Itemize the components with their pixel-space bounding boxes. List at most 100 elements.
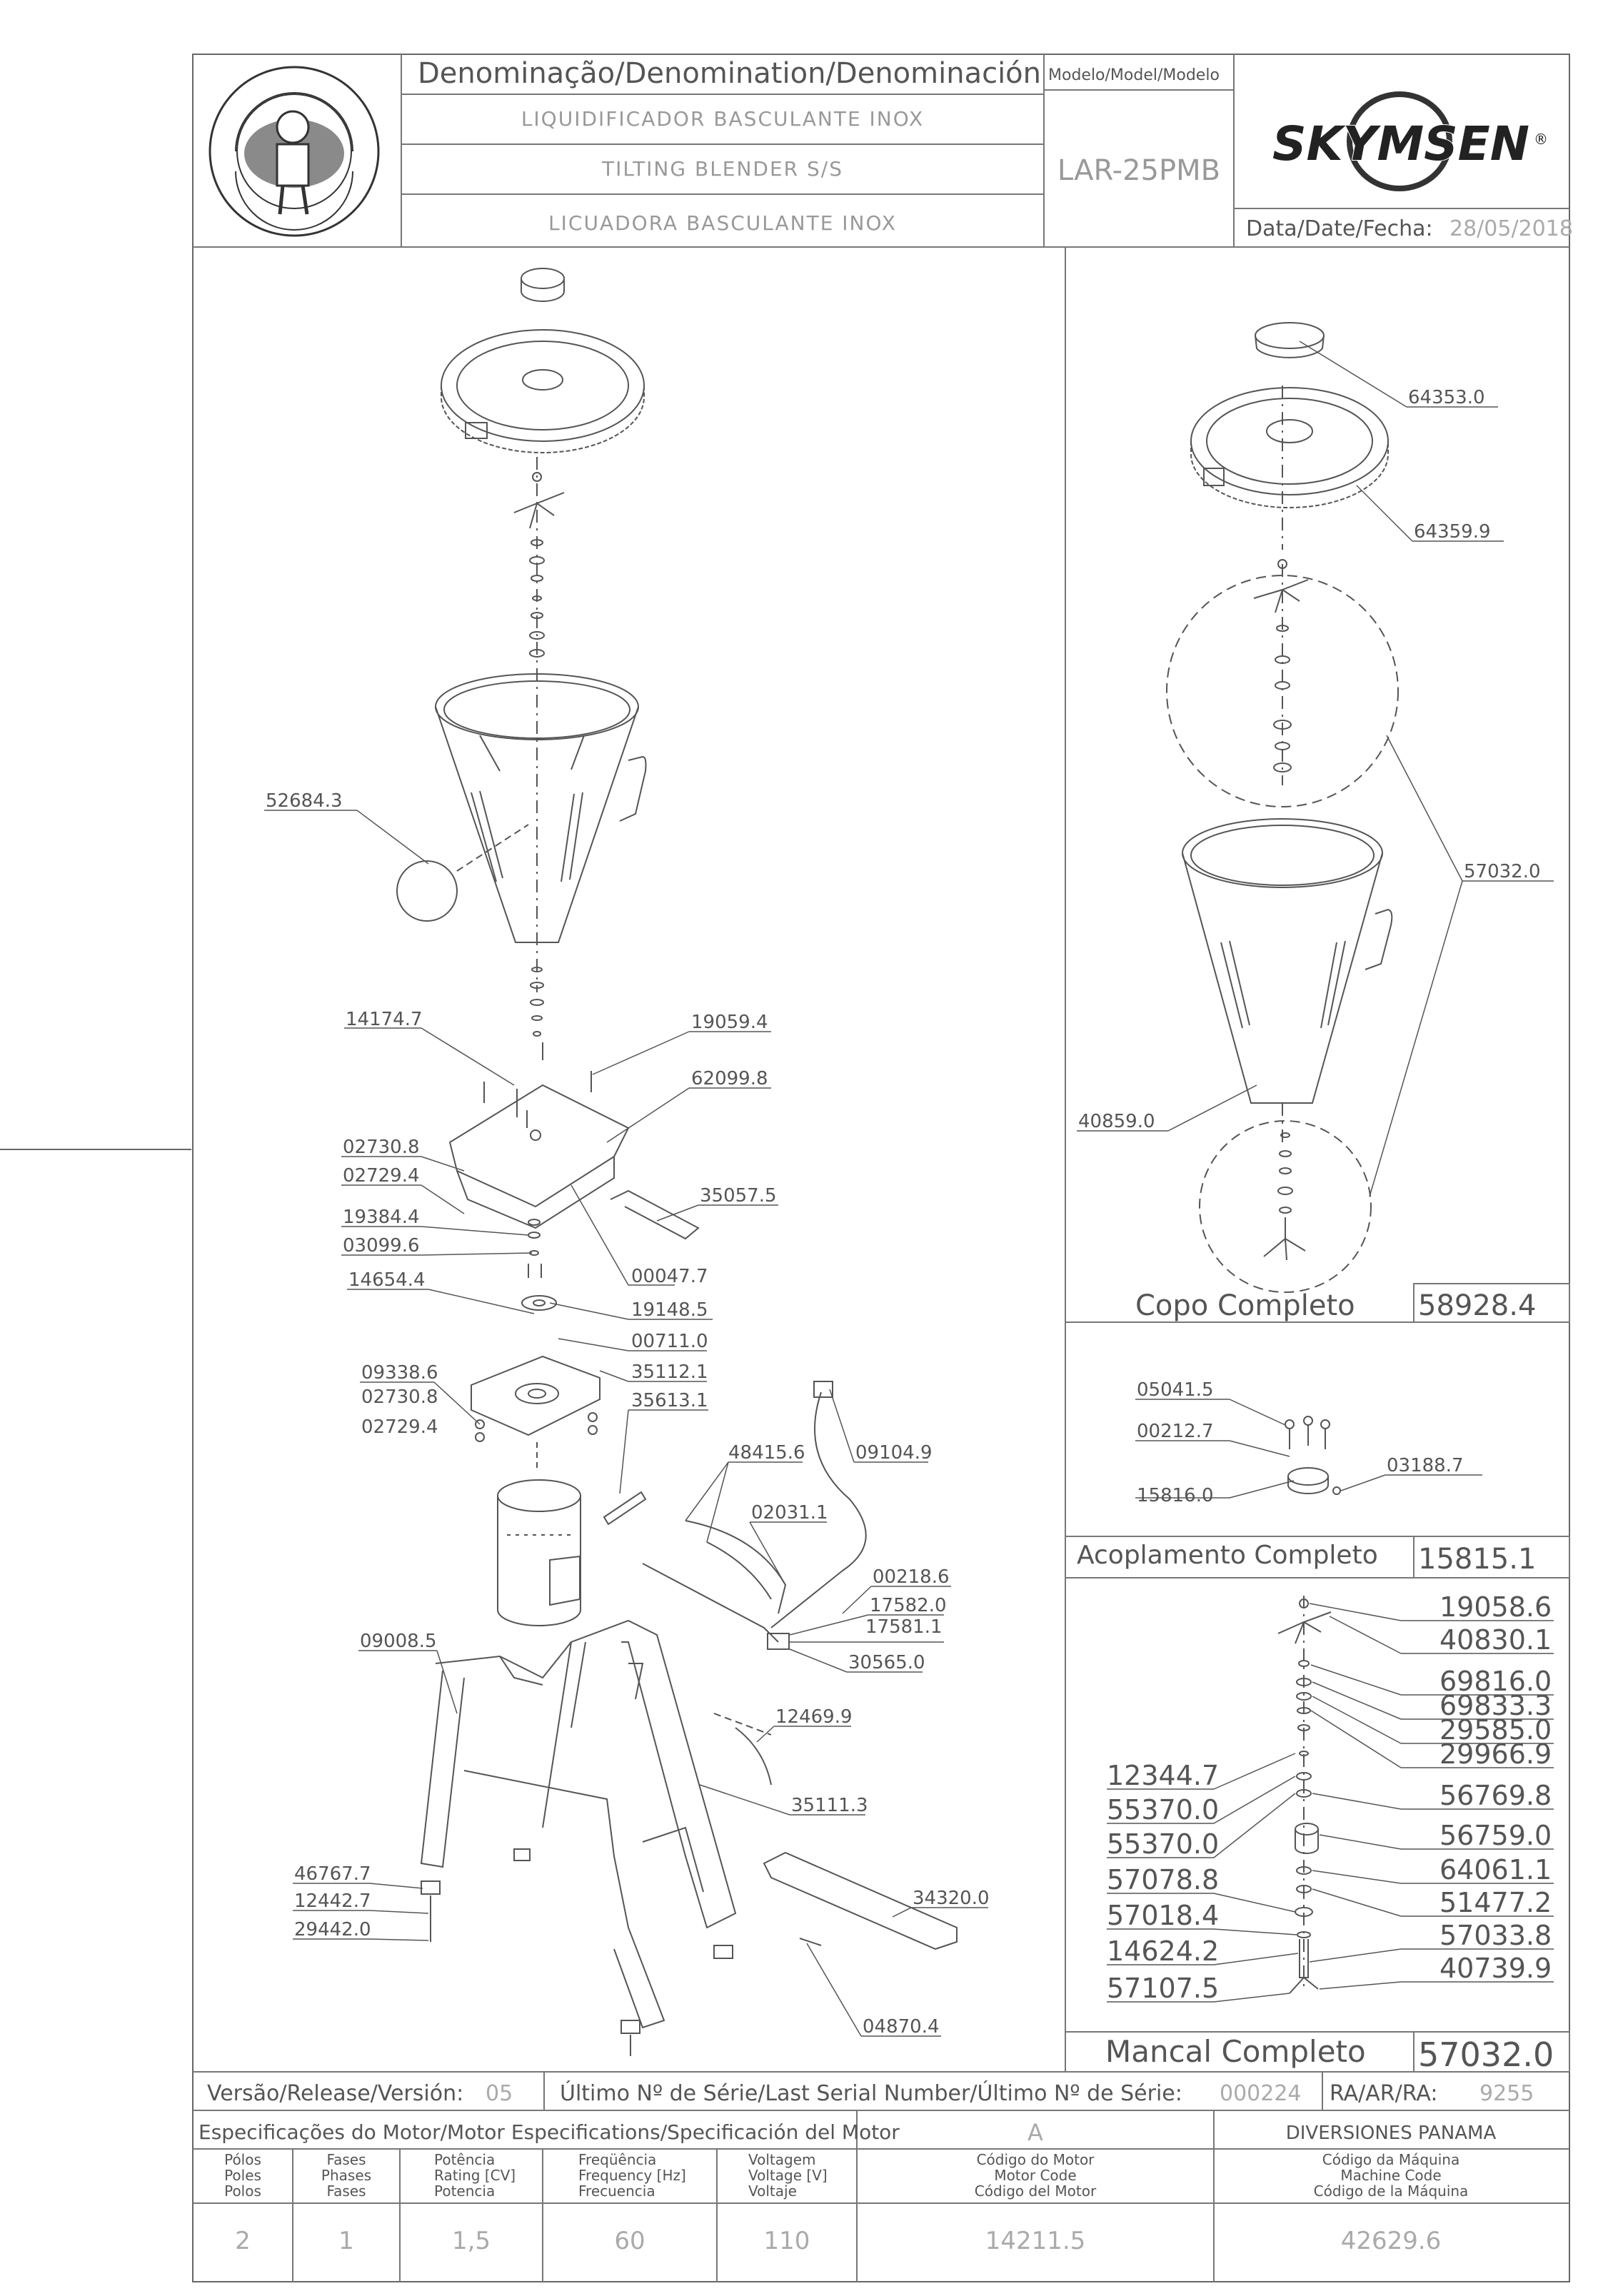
mancal-part-55370-0b: 55370.0 [1107,1828,1219,1860]
part-34320-0: 34320.0 [913,1888,990,1909]
mancal-part-29966-9: 29966.9 [1439,1738,1552,1770]
part-03099-6: 03099.6 [343,1235,420,1257]
product-name-es: LICUADORA BASCULANTE INOX [548,211,897,235]
leader-lines-acoplamento [1135,1399,1482,1499]
footer-grid [193,2072,1569,2282]
col-machine-code-1: Código da Máquina [1322,2151,1459,2168]
right-panels [193,247,1570,2073]
mancal-part-64061-1: 64061.1 [1439,1854,1552,1885]
power-value: 1,5 [452,2227,491,2255]
motor-code-value: 14211.5 [985,2227,1086,2255]
col-motor-code-1: Código do Motor [977,2151,1095,2168]
col-freq-2: Frequency [Hz] [578,2167,686,2184]
col-power-1: Potência [434,2151,495,2168]
col-phases-1: Fases [326,2151,366,2168]
part-02729-4a: 02729.4 [343,1165,420,1187]
mancal-completo-title: Mancal Completo [1105,2034,1366,2069]
acoplamento-labels: 05041.5 00212.7 03188.7 15816.0 Acoplame… [1077,1379,1536,1576]
copo-completo-title: Copo Completo [1135,1289,1355,1322]
version-value: 05 [486,2081,513,2106]
part-14654-4: 14654.4 [348,1269,426,1291]
part-03188-7: 03188.7 [1387,1455,1464,1476]
part-02730-8b: 02730.8 [361,1386,438,1408]
part-52684-3: 52684.3 [266,790,343,812]
ra-label: RA/AR/RA: [1330,2081,1437,2106]
mancal-part-19058-6: 19058.6 [1439,1591,1552,1623]
copo-drawing [1166,322,1399,1293]
part-15816-0: 15816.0 [1137,1485,1214,1506]
mancal-part-29585-0: 29585.0 [1439,1714,1552,1746]
col-machine-code-2: Machine Code [1340,2167,1441,2184]
part-62099-8: 62099.8 [691,1068,768,1089]
col-freq-3: Frecuencia [578,2182,655,2200]
mancal-drawing [1277,1596,1332,1994]
col-freq-1: Freqüência [578,2151,656,2168]
part-09104-9: 09104.9 [855,1442,933,1464]
part-64353-0: 64353.0 [1408,387,1485,408]
col-volt-2: Voltage [V] [748,2167,828,2184]
date-label: Data/Date/Fecha: [1246,216,1433,241]
part-29442-0: 29442.0 [294,1919,371,1940]
col-poles-3: Polos [224,2182,261,2200]
col-poles-1: Pólos [224,2151,261,2168]
mancal-part-69816-0: 69816.0 [1439,1666,1552,1697]
col-power-2: Rating [CV] [434,2167,516,2184]
mancal-part-12344-7: 12344.7 [1107,1760,1219,1791]
part-00047-7: 00047.7 [631,1266,708,1287]
mancal-part-14624-2: 14624.2 [1107,1935,1219,1967]
part-09338-6: 09338.6 [361,1362,438,1384]
mancal-part-40739-9: 40739.9 [1439,1953,1552,1984]
skymsen-logo: SKYMSEN ® [1272,91,1548,191]
mancal-part-57018-4: 57018.4 [1107,1900,1219,1931]
copo-completo-code: 58928.4 [1418,1289,1536,1322]
part-40859-0: 40859.0 [1078,1111,1155,1132]
part-00218-6: 00218.6 [873,1566,950,1588]
mancal-part-57033-8: 57033.8 [1439,1920,1552,1951]
ra-value: 9255 [1479,2081,1534,2106]
part-30565-0: 30565.0 [848,1652,925,1673]
volt-value: 110 [764,2227,810,2255]
leader-lines-main [264,810,988,2037]
col-phases-2: Phases [321,2167,371,2184]
product-name-pt: LIQUIDIFICADOR BASCULANTE INOX [521,107,924,131]
poles-value: 2 [235,2227,251,2255]
part-05041-5: 05041.5 [1137,1379,1214,1401]
date-value: 28/05/2018 [1449,216,1573,241]
part-14174-7: 14174.7 [346,1009,423,1030]
serial-label: Último Nº de Série/Last Serial Number/Úl… [560,2080,1182,2106]
copo-labels: 64353.0 64359.9 57032.0 40859.0 Copo Com… [1078,387,1541,1322]
model-label: Modelo/Model/Modelo [1048,66,1220,84]
part-04870-4: 04870.4 [863,2016,940,2038]
part-35057-5: 35057.5 [700,1185,777,1207]
customer-name: DIVERSIONES PANAMA [1286,2123,1497,2144]
part-35613-1: 35613.1 [631,1390,708,1411]
mancal-part-40830-1: 40830.1 [1439,1624,1552,1656]
part-09008-5: 09008.5 [360,1631,437,1652]
serial-value: 000224 [1220,2081,1302,2106]
leader-lines-copo [1077,341,1554,1197]
acoplamento-completo-title: Acoplamento Completo [1077,1541,1378,1570]
leader-lines-mancal [1107,1603,1554,2003]
part-19059-4: 19059.4 [691,1012,768,1033]
col-poles-2: Poles [224,2167,261,2184]
part-17581-1: 17581.1 [865,1616,943,1638]
brand-registered-mark: ® [1534,131,1548,148]
part-00711-0: 00711.0 [631,1331,708,1352]
mancal-labels: 19058.6 40830.1 69816.0 69833.3 29585.0 … [1105,1591,1554,2074]
mancal-part-55370-0a: 55370.0 [1107,1794,1219,1826]
part-02730-8a: 02730.8 [343,1137,420,1158]
mancal-completo-code: 57032.0 [1418,2035,1554,2074]
acoplamento-drawing [1285,1416,1341,1495]
sheet-frame [0,54,1570,2282]
part-00212-7: 00212.7 [1137,1421,1214,1442]
part-48415-6: 48415.6 [728,1442,805,1464]
assistencia-tecnica-stamp [208,66,380,237]
part-12469-9: 12469.9 [775,1706,853,1728]
part-labels-main: 52684.3 14174.7 19059.4 62099.8 02730.8 … [266,790,990,2038]
mancal-part-51477-2: 51477.2 [1439,1887,1552,1918]
col-machine-code-3: Código de la Máquina [1314,2182,1469,2200]
motor-spec-label: Especificações do Motor/Motor Especifica… [199,2120,900,2144]
part-19384-4: 19384.4 [343,1207,420,1228]
product-name-en: TILTING BLENDER S/S [601,157,843,181]
